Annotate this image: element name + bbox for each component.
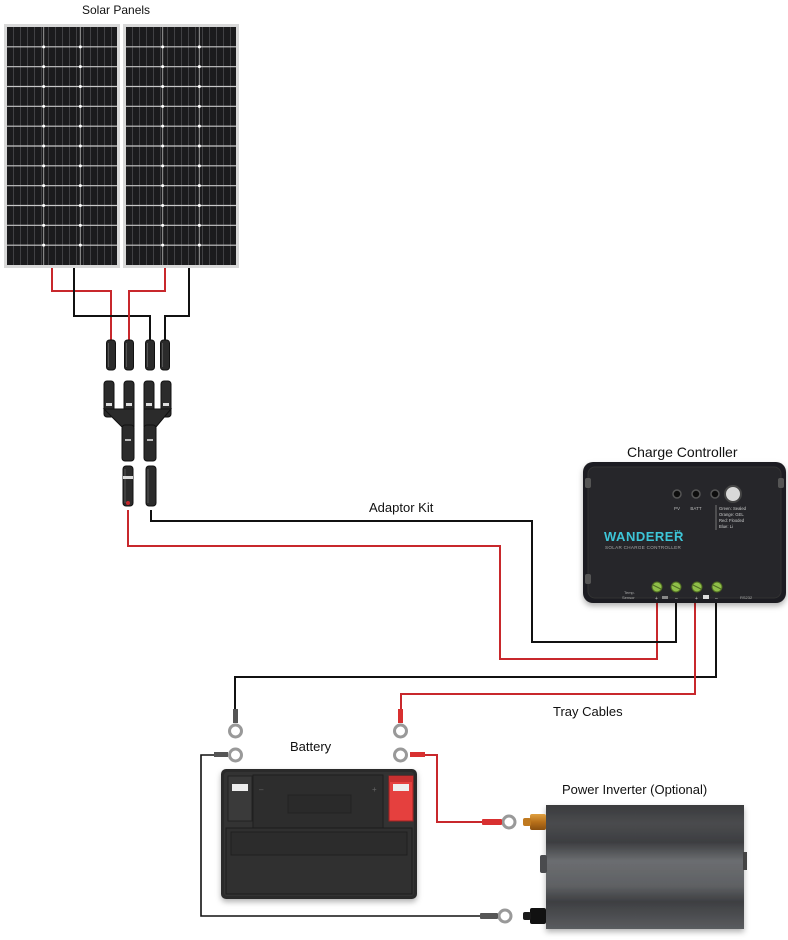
panel-wires: [51, 268, 190, 340]
mc4-y-branch-negative[interactable]: [143, 380, 173, 462]
svg-text:Sensor: Sensor: [622, 595, 635, 600]
tray-cables-label: Tray Cables: [553, 704, 623, 719]
terminal-sign: –: [675, 596, 678, 602]
batt-led-icon: [691, 489, 701, 499]
temp-sensor-label: Temp.: [624, 590, 635, 595]
crimp-sleeve-icon: [233, 709, 238, 723]
ring-terminal-icon[interactable]: [228, 747, 243, 763]
adaptor-negative-wire: [150, 510, 677, 643]
battery-negative-post-icon: [232, 784, 248, 791]
ring-terminal-icon[interactable]: [393, 723, 408, 739]
battery: – +: [221, 769, 417, 899]
controller-terminals: [651, 581, 723, 593]
ring-terminal-icon[interactable]: [497, 908, 513, 924]
crimp-sleeve-icon: [482, 819, 502, 825]
terminal-sign: +: [695, 596, 698, 602]
tray-negative-wire: [234, 600, 717, 712]
pv-led-icon: [672, 489, 682, 499]
adaptor-positive-wire: [127, 510, 658, 660]
panel2-negative-wire: [164, 268, 190, 340]
battery-type-button[interactable]: [724, 485, 742, 503]
terminal-sign: –: [715, 596, 718, 602]
battery-positive-sign: +: [372, 785, 377, 794]
inverter-side-tab: [743, 852, 747, 870]
inverter-wires: [200, 754, 488, 917]
panel2-positive-wire: [128, 268, 166, 340]
controller-brand: WANDERER: [604, 529, 684, 544]
mount-tab-icon: [585, 574, 591, 584]
mc4-negative-connector[interactable]: [160, 339, 170, 371]
inverter-negative-post[interactable]: [530, 908, 546, 924]
ring-terminal-icon[interactable]: [393, 747, 408, 763]
mc4-positive-connector[interactable]: [124, 339, 134, 371]
inverter-side-tab: [540, 855, 547, 873]
tray-cable-wires: [234, 600, 717, 712]
inverter-body: [546, 805, 744, 929]
ring-terminal-icon[interactable]: [501, 814, 517, 830]
svg-text:Blue: Li: Blue: Li: [719, 524, 733, 529]
panel1-negative-wire: [73, 268, 151, 340]
solar-panels-label: Solar Panels: [82, 3, 151, 17]
mc4-y-branch-positive[interactable]: [102, 380, 135, 462]
battery-positive-terminal[interactable]: [388, 775, 414, 822]
crimp-sleeve-icon: [398, 709, 403, 723]
solar-panel-right: [123, 24, 239, 268]
controller-subtitle: SOLAR CHARGE CONTROLLER: [605, 545, 681, 550]
ring-terminal-icon[interactable]: [228, 723, 243, 739]
mount-tab-icon: [778, 478, 784, 488]
mc4-positive-connector[interactable]: [106, 339, 116, 371]
batt-led-label: BATT: [690, 506, 701, 511]
battery-negative-terminal[interactable]: [227, 775, 253, 822]
charge-controller: PV BATT Green: Sealed Orange: GEL Red: F…: [583, 462, 786, 603]
battery-label: Battery: [290, 739, 332, 754]
crimp-sleeve-icon: [480, 913, 498, 919]
crimp-sleeve-icon: [410, 752, 425, 757]
inverter-negative-wire: [200, 754, 480, 917]
svg-text:Green: Sealed: Green: Sealed: [719, 506, 747, 511]
adaptor-kit-wires: [127, 510, 677, 660]
charge-controller-label: Charge Controller: [627, 444, 738, 460]
adaptor-kit-label: Adaptor Kit: [369, 500, 434, 515]
pv-led-label: PV: [674, 506, 680, 511]
tray-positive-wire: [400, 600, 696, 712]
svg-text:Red: Flooded: Red: Flooded: [719, 518, 745, 523]
power-inverter: [480, 805, 747, 929]
battery-symbol-icon: [703, 595, 709, 599]
trademark-mark: TM: [674, 529, 681, 534]
mount-tab-icon: [585, 478, 591, 488]
mc4-negative-connector[interactable]: [145, 339, 155, 371]
svg-text:Orange: GEL: Orange: GEL: [719, 512, 744, 517]
battery-ring-terminals: [214, 709, 425, 763]
crimp-sleeve-icon: [214, 752, 228, 757]
inverter-positive-post[interactable]: [530, 814, 546, 830]
battery-positive-post-icon: [393, 784, 409, 791]
battery-type-legend: Green: Sealed Orange: GEL Red: Flooded B…: [715, 505, 747, 530]
mc4-connectors: [102, 339, 173, 507]
panel1-positive-wire: [51, 268, 112, 340]
rs232-port-label: RS232: [740, 595, 753, 600]
power-inverter-label: Power Inverter (Optional): [562, 782, 708, 797]
solar-symbol-icon: [662, 596, 668, 599]
inverter-positive-wire: [425, 754, 488, 823]
type-led-icon: [710, 489, 720, 499]
battery-label-plate: [287, 794, 352, 814]
battery-negative-sign: –: [259, 785, 264, 794]
solar-panel-left: [4, 24, 120, 268]
terminal-sign: +: [655, 596, 658, 602]
